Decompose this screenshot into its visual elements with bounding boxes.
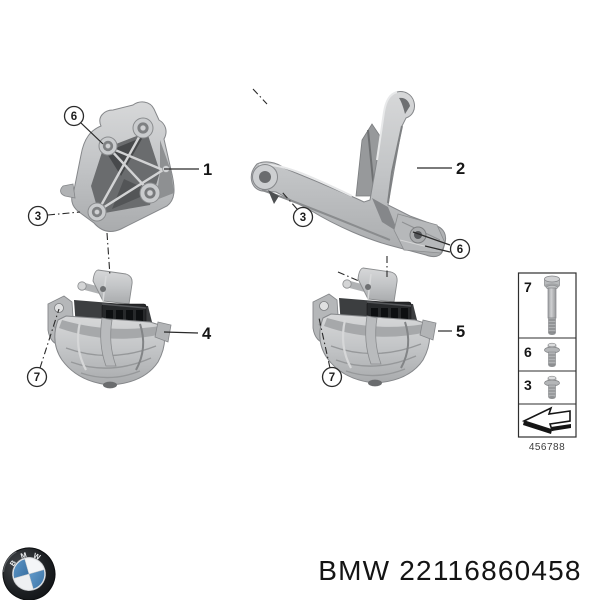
svg-text:7: 7 [34, 372, 40, 384]
logo-letter-m: M [20, 550, 28, 560]
svg-text:6: 6 [524, 344, 532, 360]
svg-text:3: 3 [524, 377, 532, 393]
engine-mount-part-4 [48, 270, 171, 388]
drawing-number: 456788 [529, 442, 565, 453]
callout-part-1: 1 [164, 161, 212, 179]
part-number-caption: BMW 22116860458 [318, 555, 581, 586]
part-5-label: 5 [456, 323, 465, 341]
legend-box: 7 6 3 [517, 272, 577, 438]
svg-text:7: 7 [329, 372, 335, 384]
logo-letter-w: W [32, 551, 42, 562]
bolt-boss [87, 202, 107, 222]
svg-text:6: 6 [71, 111, 77, 123]
part-2-label: 2 [456, 160, 465, 178]
callout-bolt-7-right: 7 [318, 317, 343, 388]
bolt-boss [139, 182, 161, 204]
assembly-axis-lines [106, 88, 388, 282]
legend-row-bolt-3: 3 [524, 375, 560, 399]
long-bolt-icon [544, 275, 560, 335]
callout-bolt-3-right: 3 [281, 191, 314, 228]
callout-part-5: 5 [438, 323, 465, 341]
arm-bracket-part-2 [250, 91, 447, 258]
callout-part-4: 4 [163, 325, 212, 343]
callout-bolt-7-left: 7 [26, 308, 60, 388]
svg-text:3: 3 [35, 211, 41, 223]
callout-bolt-6-right: 6 [412, 231, 471, 260]
bmw-roundel-logo: B M W [2, 547, 56, 600]
callout-bolt-6-left: 6 [63, 105, 104, 145]
callout-part-2: 2 [417, 160, 465, 178]
svg-text:6: 6 [457, 244, 463, 256]
bolt-boss [132, 117, 154, 139]
flange-bolt-icon [544, 375, 560, 399]
legend-row-bolt-7: 7 [524, 275, 560, 335]
legend-row-bolt-6: 6 [524, 342, 560, 367]
svg-text:3: 3 [300, 212, 306, 224]
logo-letter-b: B [8, 558, 18, 567]
svg-text:7: 7 [524, 279, 532, 295]
callout-bolt-3-left: 3 [27, 205, 81, 227]
part-1-label: 1 [203, 161, 212, 179]
bolt-boss [98, 136, 118, 156]
part-4-label: 4 [202, 325, 212, 343]
direction-arrow-icon [521, 406, 571, 434]
flange-bolt-icon [544, 342, 560, 367]
bracket-part-1 [60, 101, 175, 232]
